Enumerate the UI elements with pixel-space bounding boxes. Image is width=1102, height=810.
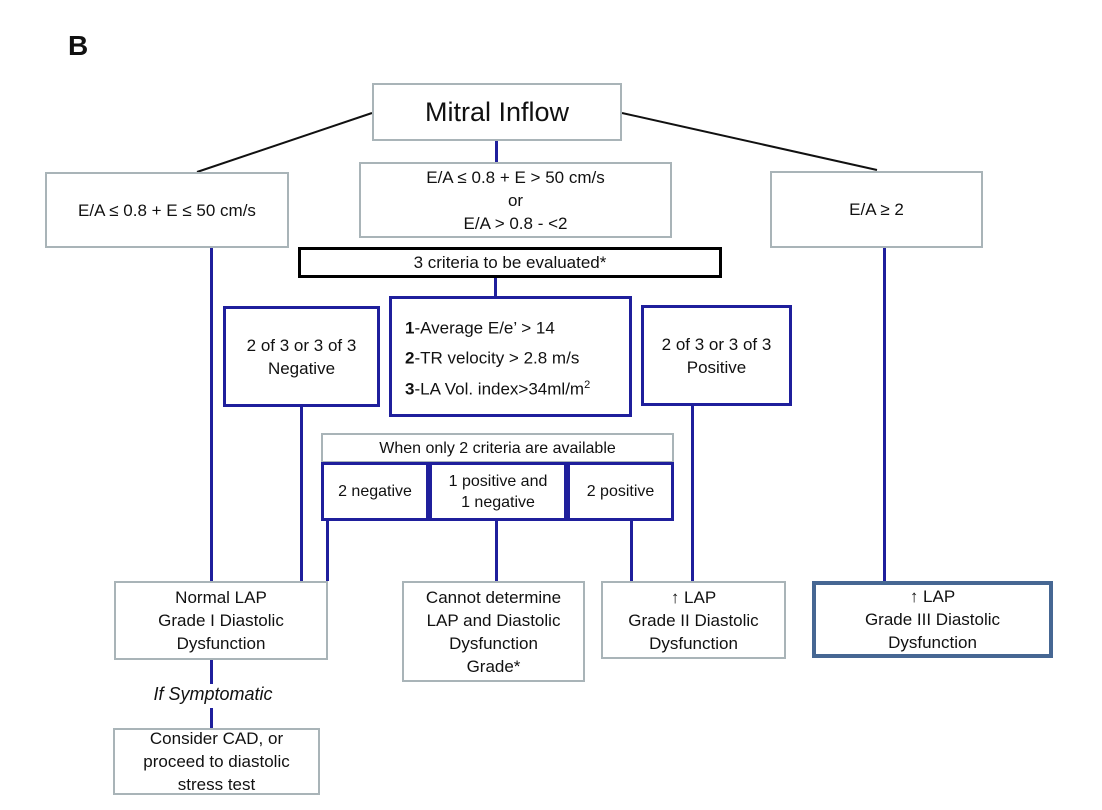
node-negative: 2 of 3 or 3 of 3 Negative (223, 306, 380, 407)
criteria-item-2-num: 2 (405, 348, 415, 368)
criteria-item-3-sup: 2 (584, 378, 591, 391)
node-ea-mid-line2: or (507, 190, 524, 210)
panel-label: B (68, 30, 89, 61)
connector-normal-lap-to-symptomatic (210, 660, 213, 684)
node-consider-cad-line2: proceed to diastolic (143, 752, 290, 771)
if-symptomatic-note: If Symptomatic (153, 684, 273, 704)
node-ea-mid: E/A ≤ 0.8 + E > 50 cm/s or E/A > 0.8 - <… (359, 162, 672, 238)
node-ea-low: E/A ≤ 0.8 + E ≤ 50 cm/s (45, 172, 289, 248)
criteria-item-2: 2-TR velocity > 2.8 m/s (405, 341, 579, 372)
node-three-criteria: 3 criteria to be evaluated* (298, 247, 722, 278)
criteria-item-3: 3-LA Vol. index>34ml/m2 (405, 372, 590, 403)
node-positive-line1: 2 of 3 or 3 of 3 (661, 334, 772, 354)
node-ea-mid-line3: E/A > 0.8 - <2 (463, 213, 568, 233)
node-grade2-line3: Dysfunction (649, 633, 738, 653)
connector-2negative-to-normal-lap (326, 521, 329, 581)
node-cannot-determine-line2: LAP and Diastolic (426, 610, 561, 630)
node-cannot-determine: Cannot determine LAP and Diastolic Dysfu… (402, 581, 585, 682)
node-consider-cad-line1: Consider CAD, or (149, 729, 284, 748)
node-grade2: ↑ LAP Grade II Diastolic Dysfunction (601, 581, 786, 659)
node-ea-high: E/A ≥ 2 (770, 171, 983, 248)
node-grade3-line2: Grade III Diastolic (864, 610, 1001, 629)
node-ea-mid-line1: E/A ≤ 0.8 + E > 50 cm/s (426, 167, 605, 187)
node-negative-line1: 2 of 3 or 3 of 3 (246, 335, 357, 355)
connector-mitral-to-ea-mid (495, 141, 498, 163)
node-two-criteria-header-label: When only 2 criteria are available (379, 439, 616, 457)
node-two-positive-label: 2 positive (586, 483, 655, 500)
node-one-pos-one-neg-line1: 1 positive and (448, 472, 548, 490)
node-negative-line2: Negative (267, 358, 336, 378)
criteria-item-3-num: 3 (405, 379, 415, 399)
node-mitral-inflow: Mitral Inflow (372, 83, 622, 141)
connector-negative-to-normal-lap (300, 406, 303, 581)
connector-ea-low-to-normal-lap (210, 248, 213, 581)
node-two-criteria-header: When only 2 criteria are available (321, 433, 674, 463)
node-two-negative: 2 negative (321, 462, 429, 521)
node-three-criteria-label: 3 criteria to be evaluated* (413, 253, 607, 272)
criteria-item-1-text: -Average E/e’ > 14 (414, 318, 555, 338)
connector-ea-high-to-grade3 (883, 248, 886, 581)
connector-1pos1neg-to-cannot-determine (495, 521, 498, 581)
node-ea-low-label: E/A ≤ 0.8 + E ≤ 50 cm/s (78, 200, 256, 220)
node-consider-cad-line3: stress test (177, 775, 256, 794)
connector-symptomatic-to-consider-cad (210, 708, 213, 728)
node-cannot-determine-line4: Grade* (466, 656, 521, 676)
node-consider-cad: Consider CAD, or proceed to diastolic st… (113, 728, 320, 795)
criteria-item-2-text: -TR velocity > 2.8 m/s (414, 348, 580, 368)
node-cannot-determine-line1: Cannot determine (425, 587, 562, 607)
node-one-pos-one-neg-line2: 1 negative (461, 493, 535, 511)
node-grade2-line1: ↑ LAP (670, 587, 717, 607)
node-ea-high-label: E/A ≥ 2 (849, 200, 904, 219)
node-two-negative-label: 2 negative (338, 483, 412, 500)
node-normal-lap-line1: Normal LAP (175, 588, 267, 607)
node-grade2-line2: Grade II Diastolic (628, 610, 759, 630)
criteria-item-1: 1-Average E/e’ > 14 (405, 311, 555, 342)
connector-2positive-to-grade2 (630, 521, 633, 581)
node-normal-lap-line2: Grade I Diastolic (158, 611, 284, 630)
node-positive-line2: Positive (686, 357, 747, 377)
node-positive: 2 of 3 or 3 of 3 Positive (641, 305, 792, 406)
node-grade3: ↑ LAP Grade III Diastolic Dysfunction (812, 581, 1053, 658)
node-one-pos-one-neg: 1 positive and 1 negative (429, 462, 567, 521)
connector-positive-to-grade2 (691, 406, 694, 581)
node-cannot-determine-line3: Dysfunction (449, 633, 538, 653)
node-criteria-list: 1-Average E/e’ > 14 2-TR velocity > 2.8 … (389, 296, 632, 417)
node-normal-lap-line3: Dysfunction (176, 634, 266, 653)
node-mitral-inflow-label: Mitral Inflow (424, 97, 570, 127)
criteria-item-1-num: 1 (405, 318, 415, 338)
node-normal-lap: Normal LAP Grade I Diastolic Dysfunction (114, 581, 328, 660)
connector-criteria-header-to-list (494, 278, 497, 297)
criteria-item-3-text: -LA Vol. index>34ml/m (414, 379, 585, 399)
node-grade3-line1: ↑ LAP (909, 587, 956, 606)
node-grade3-line3: Dysfunction (888, 633, 977, 652)
node-two-positive: 2 positive (567, 462, 674, 521)
